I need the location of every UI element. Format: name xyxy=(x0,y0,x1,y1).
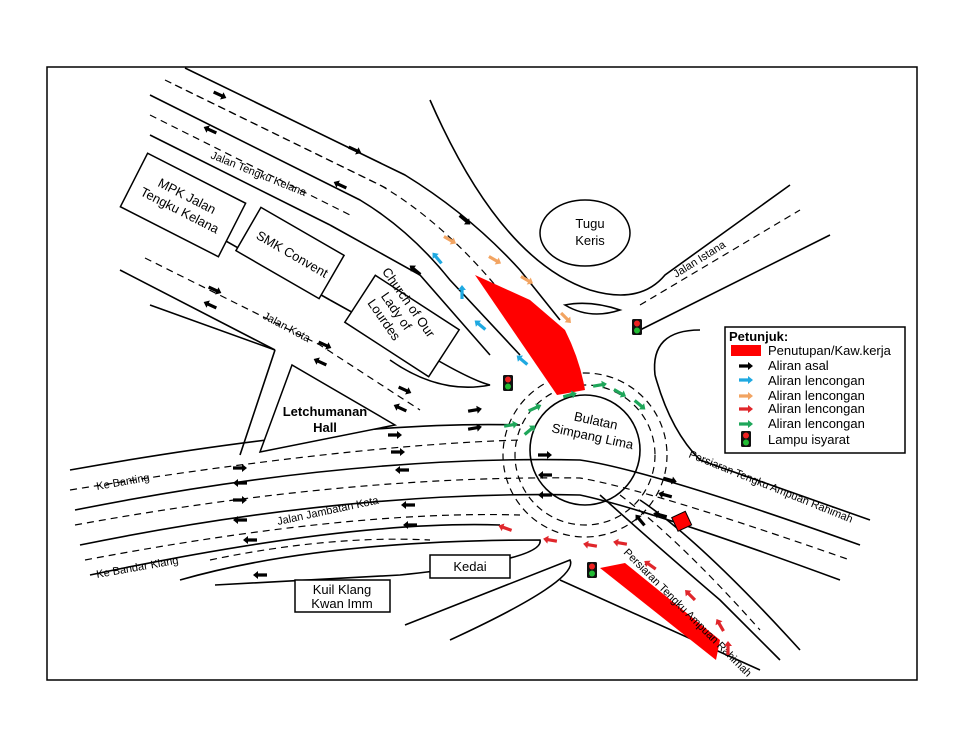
building-church: Church of OurLady ofLourdes xyxy=(343,265,461,378)
original-flow-arrow-icon xyxy=(657,489,673,501)
legend-item: Aliran lencongan xyxy=(768,401,865,416)
diversion-orange-arrow-icon xyxy=(558,310,574,326)
original-flow-arrow-icon xyxy=(457,212,473,228)
road-label-ke-banting: Ke Banting xyxy=(95,472,150,493)
original-flow-arrow-icon xyxy=(395,466,409,474)
diversion-red-arrow-icon xyxy=(542,534,558,546)
road-network xyxy=(69,67,871,671)
svg-text:Kedai: Kedai xyxy=(453,559,486,574)
closure-zone-south xyxy=(600,563,720,660)
original-flow-arrow-icon xyxy=(206,283,224,297)
legend-item: Penutupan/Kaw.kerja xyxy=(768,343,892,358)
diversion-orange-arrow-icon xyxy=(441,233,459,247)
original-flow-arrow-icon xyxy=(211,88,229,102)
road-label-jambatan-kota: Jalan Jambatan Kota xyxy=(276,495,380,528)
original-flow-arrow-icon xyxy=(243,536,257,544)
diversion-blue-arrow-icon xyxy=(472,317,488,333)
legend-item: Aliran lencongan xyxy=(768,416,865,431)
closure-zone-north xyxy=(475,275,585,395)
original-flow-arrow-icon xyxy=(396,383,414,397)
legend-title: Petunjuk: xyxy=(729,329,788,344)
original-flow-arrow-icon xyxy=(388,431,402,439)
original-flow-arrow-icon xyxy=(201,298,219,312)
diversion-blue-arrow-icon xyxy=(514,352,530,368)
original-flow-arrow-icon xyxy=(467,404,483,416)
legend-item: Aliran lencongan xyxy=(768,388,865,403)
traffic-light-icon xyxy=(632,319,642,335)
original-flow-arrow-icon xyxy=(538,451,552,459)
closure-zone-small xyxy=(671,510,693,532)
legend-item: Lampu isyarat xyxy=(768,432,850,447)
traffic-light-icon xyxy=(587,562,597,578)
original-flow-arrow-icon xyxy=(253,571,267,579)
road-label-istana: Jalan Istana xyxy=(671,238,728,280)
diversion-red-arrow-icon xyxy=(612,537,628,549)
building-mpk: MPK JalanTengku Kelana xyxy=(119,152,247,258)
legend-item: Aliran lencongan xyxy=(768,373,865,388)
diversion-red-arrow-icon xyxy=(713,616,727,634)
road-label-ke-bandar-klang: Ke Bandar Klang xyxy=(95,555,179,581)
original-flow-arrow-icon xyxy=(346,143,364,157)
building-smk-convent: SMK Convent xyxy=(234,206,346,300)
map-frame xyxy=(46,66,918,681)
legend-item: Aliran asal xyxy=(768,358,829,373)
original-flow-arrow-icon xyxy=(391,401,409,415)
diversion-red-arrow-icon xyxy=(497,521,513,535)
legend: Petunjuk: Penutupan/Kaw.kerja Aliran asa… xyxy=(724,326,906,454)
original-flow-arrow-icon xyxy=(233,479,247,487)
building-kedai: Kedai xyxy=(429,554,511,579)
diversion-orange-arrow-icon xyxy=(486,253,504,267)
traffic-light-icon xyxy=(503,375,513,391)
original-flow-arrow-icon xyxy=(391,448,405,456)
road-label-kota: Jalan Kota xyxy=(261,310,313,345)
diversion-green-arrow-icon xyxy=(632,397,648,413)
diversion-green-arrow-icon xyxy=(503,419,519,431)
original-flow-arrow-icon xyxy=(401,501,415,509)
original-flow-arrow-icon xyxy=(311,355,329,369)
diversion-red-arrow-icon xyxy=(582,539,598,551)
original-flow-arrow-icon xyxy=(233,496,247,504)
